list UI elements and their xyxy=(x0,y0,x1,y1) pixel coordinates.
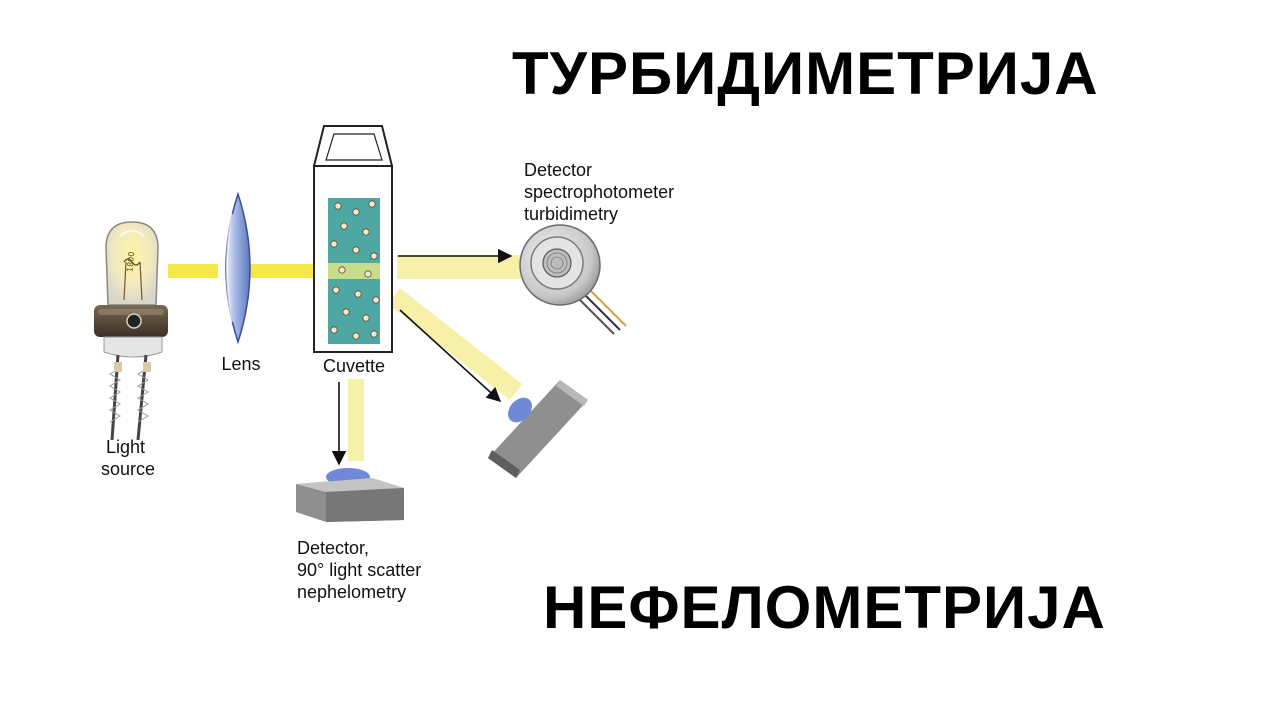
lens-label: Lens xyxy=(221,354,260,374)
beam-scatter-90 xyxy=(348,379,364,461)
photodetector-icon xyxy=(519,224,627,335)
beam-source-to-lens xyxy=(168,264,218,278)
bulb-marking: 1800 xyxy=(125,251,136,272)
diagram-labels: Light source Lens Cuvette Detector spect… xyxy=(101,160,679,602)
light-bulb-icon: 1800 xyxy=(94,221,168,441)
nephelometry-detector-icon xyxy=(296,468,404,522)
turbidimetry-title: ТУРБИДИМЕТРИЈА xyxy=(512,40,1099,107)
beam-scatter-angled xyxy=(387,288,523,400)
nephelometry-detector-label: Detector, 90° light scatter nephelometry xyxy=(297,538,426,602)
angled-scatter-detector-icon xyxy=(488,380,588,478)
arrow-scatter-angled xyxy=(399,309,502,402)
nephelometry-title: НЕФЕЛОМЕТРИЈА xyxy=(543,574,1106,641)
turbidimetry-detector-label: Detector spectrophotometer turbidimetry xyxy=(524,160,679,224)
lens-icon xyxy=(225,191,251,345)
angled-detector-lens xyxy=(508,397,532,423)
light-beams xyxy=(168,255,523,461)
cuvette-icon xyxy=(312,125,394,353)
direction-arrows xyxy=(331,248,513,466)
nephelometry-detector-label-line: nephelometry xyxy=(297,582,406,602)
light-source-label: Light source xyxy=(101,437,155,479)
beam-through-sample xyxy=(328,263,380,279)
cuvette-label: Cuvette xyxy=(323,356,385,376)
beam-lens-to-cuvette xyxy=(246,264,330,278)
nephelometry-detector-label-line: 90° light scatter xyxy=(297,560,421,580)
light-source-label-line: Light xyxy=(106,437,145,457)
beam-transmitted xyxy=(397,255,521,279)
light-source-label-line: source xyxy=(101,459,155,479)
turbidimetry-detector-label-line: spectrophotometer xyxy=(524,182,674,202)
turbidimetry-detector-label-line: Detector xyxy=(524,160,592,180)
nephelometry-detector-label-line: Detector, xyxy=(297,538,369,558)
suspended-particles xyxy=(330,200,380,340)
turbidimetry-detector-label-line: turbidimetry xyxy=(524,204,618,224)
